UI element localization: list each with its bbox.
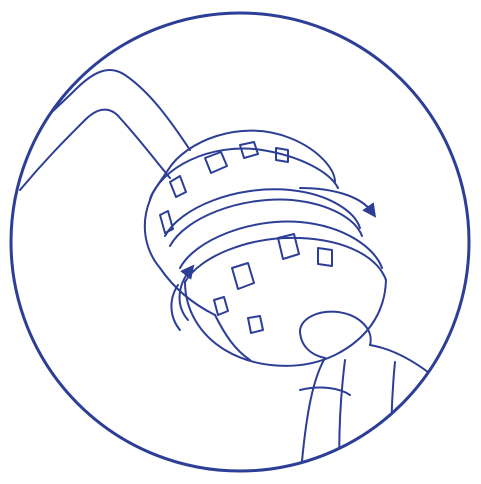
circle-frame (11, 13, 469, 471)
